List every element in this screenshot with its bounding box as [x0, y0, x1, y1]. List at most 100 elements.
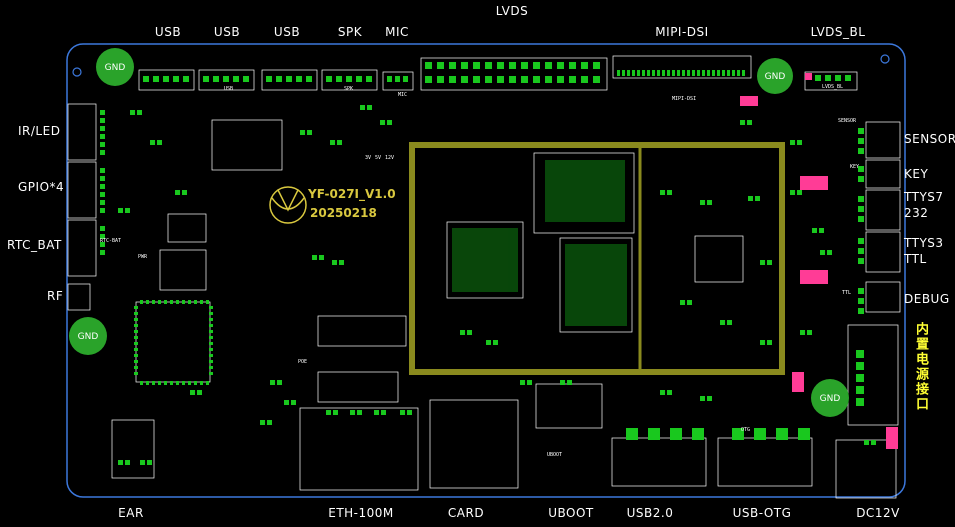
pad: [652, 70, 655, 76]
pad: [134, 336, 138, 339]
pad: [425, 76, 432, 83]
pad: [153, 76, 159, 82]
gnd-label-4: GND: [820, 394, 841, 404]
label-dc12v: DC12V: [856, 506, 900, 520]
label-lvds-bl: LVDS_BL: [810, 25, 866, 39]
pad: [260, 420, 265, 425]
label-usb-3: USB: [273, 25, 301, 39]
pad: [100, 142, 105, 147]
pad: [660, 190, 665, 195]
pad: [176, 300, 179, 304]
pad: [286, 76, 292, 82]
pad: [188, 381, 191, 385]
pad: [486, 340, 491, 345]
pad: [760, 340, 765, 345]
pad: [134, 360, 138, 363]
silk-poe: POE: [298, 359, 308, 365]
pad: [203, 76, 209, 82]
pad: [858, 176, 864, 182]
pad: [146, 300, 149, 304]
pad: [864, 440, 869, 445]
pad: [692, 70, 695, 76]
board-outline: [66, 43, 906, 498]
pad: [700, 200, 705, 205]
pad: [209, 318, 213, 321]
label-usb-2: USB: [213, 25, 241, 39]
pad: [707, 70, 710, 76]
pad: [100, 168, 105, 173]
pad: [381, 410, 386, 415]
pad: [742, 70, 745, 76]
label-rf: RF: [47, 289, 64, 303]
pad: [243, 76, 249, 82]
pad: [276, 76, 282, 82]
pad: [485, 76, 492, 83]
pad: [871, 440, 876, 445]
pad: [300, 130, 305, 135]
pad: [682, 70, 685, 76]
pad: [637, 70, 640, 76]
pad: [858, 308, 864, 314]
pad: [134, 312, 138, 315]
pad: [291, 400, 296, 405]
pad: [164, 300, 167, 304]
pad: [163, 76, 169, 82]
pad: [209, 348, 213, 351]
pad: [687, 70, 690, 76]
pad: [727, 320, 732, 325]
pad: [209, 354, 213, 357]
pad: [672, 70, 675, 76]
pad: [858, 138, 864, 144]
pad: [737, 70, 740, 76]
pad: [557, 76, 564, 83]
label-usb-otg: USB-OTG: [732, 506, 792, 520]
pad: [545, 62, 552, 69]
pad: [125, 460, 130, 465]
pad: [647, 70, 650, 76]
pad: [755, 196, 760, 201]
pad: [100, 184, 105, 189]
label-eth: ETH-100M: [328, 506, 394, 520]
pad: [680, 300, 685, 305]
pad: [164, 381, 167, 385]
pad: [140, 300, 143, 304]
label-card: CARD: [447, 506, 485, 520]
pad: [183, 76, 189, 82]
pad: [209, 366, 213, 369]
label-gpio4: GPIO*4: [18, 180, 65, 194]
pad: [670, 428, 682, 440]
pad: [798, 428, 810, 440]
pads: [100, 62, 876, 465]
pad: [593, 62, 600, 69]
pad: [346, 76, 352, 82]
pad: [100, 234, 105, 239]
board-model: YF-027I_V1.0: [308, 187, 396, 201]
pad: [687, 300, 692, 305]
pad: [332, 260, 337, 265]
silk-spk: SPK: [344, 86, 354, 92]
pink-accents: [740, 73, 898, 449]
pad: [336, 76, 342, 82]
pad: [858, 288, 864, 294]
pad: [296, 76, 302, 82]
pad: [267, 420, 272, 425]
pad: [190, 390, 195, 395]
pad: [797, 190, 802, 195]
pad: [306, 76, 312, 82]
pad: [557, 62, 564, 69]
pad: [100, 118, 105, 123]
pad: [387, 76, 392, 82]
pad: [807, 330, 812, 335]
silk-otg: OTG: [741, 427, 751, 433]
pad: [134, 354, 138, 357]
label-mipi-dsi: MIPI-DSI: [655, 25, 709, 39]
pad: [209, 312, 213, 315]
label-ttys3-ttl: TTL: [904, 252, 927, 266]
pad: [395, 76, 400, 82]
pad: [206, 300, 209, 304]
pad: [856, 386, 864, 394]
pad: [732, 428, 744, 440]
pad: [748, 196, 753, 201]
pad: [194, 300, 197, 304]
pad: [667, 390, 672, 395]
